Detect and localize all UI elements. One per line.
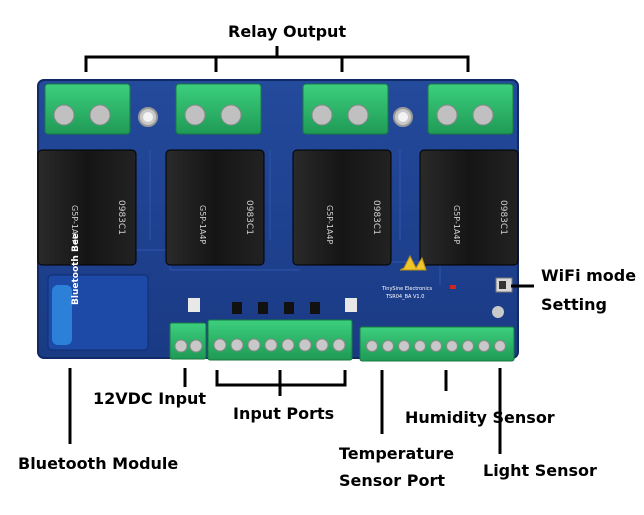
temperature-label-line1: Temperature	[339, 444, 455, 463]
callout-lines	[68, 46, 534, 454]
mounting-holes	[52, 107, 504, 318]
input-ports-label: Input Ports	[233, 404, 335, 423]
relay-2-model: G5P-1A4P	[198, 205, 207, 244]
wifi-mode-switch	[450, 277, 513, 293]
board-logo: TinySine Electronics TSR04_BA V1.0	[381, 254, 432, 300]
relay-output-bracket	[84, 55, 470, 72]
relay-4-model: G5P-1A4P	[452, 205, 461, 244]
bluetooth-module: Bluetooth Bee	[47, 233, 149, 351]
bluetooth-module-label: Bluetooth Module	[18, 454, 179, 473]
relay-terminal-blocks	[44, 83, 514, 135]
humidity-sensor-label: Humidity Sensor	[405, 408, 555, 427]
relay-terminal-1	[44, 83, 131, 135]
relay-terminal-4	[427, 83, 514, 135]
temperature-label-line2: Sensor Port	[339, 471, 445, 490]
relay-2: 0983C1 G5P-1A4P	[165, 149, 265, 266]
wifi-mode-label-line1: WiFi mode	[541, 266, 637, 285]
relay-3-model: G5P-1A4P	[325, 205, 334, 244]
relay-output-label: Relay Output	[228, 22, 347, 41]
relay-4-code: 0983C1	[498, 200, 508, 235]
wifi-mode-label-line2: Setting	[541, 295, 607, 314]
smd-components	[188, 298, 357, 314]
relay-terminal-3	[302, 83, 389, 135]
relay-1-code: 0983C1	[116, 200, 126, 235]
brand-text: TinySine Electronics	[381, 286, 432, 292]
input-ports-terminal	[207, 319, 353, 361]
relay-2-code: 0983C1	[244, 200, 254, 235]
relay-3-code: 0983C1	[371, 200, 381, 235]
relay-1-model: G5P-1A4P	[70, 205, 79, 244]
bluetooth-bee-text: Bluetooth Bee	[71, 233, 81, 305]
dc-input-terminal	[169, 322, 207, 360]
relay-3: 0983C1 G5P-1A4P	[292, 149, 392, 266]
board-model-text: TSR04_BA V1.0	[385, 294, 424, 300]
sensor-terminals	[359, 326, 515, 362]
relay-4: 0983C1 G5P-1A4P	[419, 149, 519, 266]
light-sensor-label: Light Sensor	[483, 461, 597, 480]
dc-input-label: 12VDC Input	[93, 389, 207, 408]
relay-terminal-2	[175, 83, 262, 135]
relay-1: 0983C1 G5P-1A4P	[37, 149, 137, 266]
relays: 0983C1 G5P-1A4P 0983C1 G5P-1A4P 0983C1 G…	[37, 149, 519, 266]
